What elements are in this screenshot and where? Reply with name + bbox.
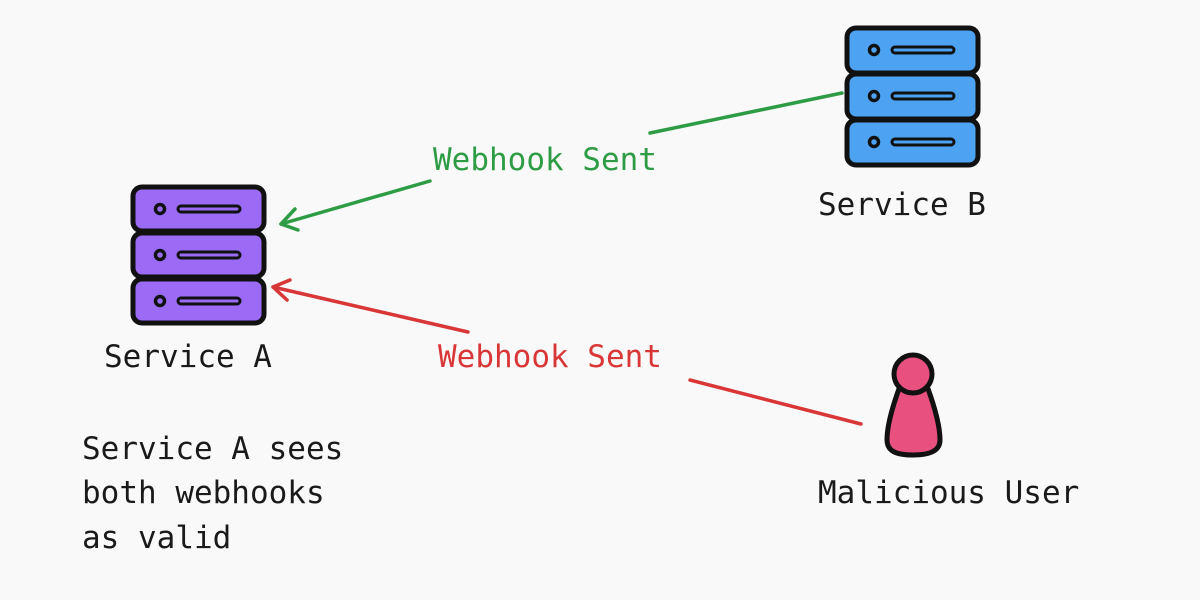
malicious-user-label: Malicious User [818,475,1079,511]
valid-webhook-arrowhead [279,207,300,232]
server-led [153,294,167,308]
valid-webhook-line-segment [648,91,844,135]
server-stack-icon [844,25,981,168]
user-head [891,352,935,396]
server-led [867,89,881,103]
server-slot [890,45,956,55]
server-slot [176,204,242,214]
malicious-webhook-line-segment [271,285,470,334]
server-slot [890,91,956,101]
server-unit [130,230,267,280]
server-unit [130,276,267,326]
malicious-webhook-label: Webhook Sent [438,339,662,375]
valid-webhook-label: Webhook Sent [433,142,657,178]
server-unit [844,71,981,122]
service-a-label: Service A [104,339,272,375]
user-icon [884,352,943,458]
note-text: Service A sees both webhooks as valid [82,431,362,556]
server-stack-icon [130,184,267,326]
server-unit [130,184,267,234]
server-led [153,248,167,262]
note-line: Service A sees [82,431,343,467]
server-unit [844,25,981,76]
note-line: as valid [82,520,231,556]
server-led [867,43,881,57]
service-b-label: Service B [818,187,986,223]
note-line: both webhooks [82,475,325,511]
malicious-webhook-arrowhead [271,278,292,302]
malicious-webhook-arrow [271,278,863,426]
server-unit [844,117,981,168]
server-slot [176,250,242,260]
server-slot [176,296,242,306]
server-led [153,202,167,216]
valid-webhook-arrow [279,91,844,232]
server-slot [890,137,956,147]
malicious-webhook-line-segment [688,378,863,426]
valid-webhook-line-segment [279,179,432,226]
server-led [867,135,881,149]
user-body [884,383,943,458]
